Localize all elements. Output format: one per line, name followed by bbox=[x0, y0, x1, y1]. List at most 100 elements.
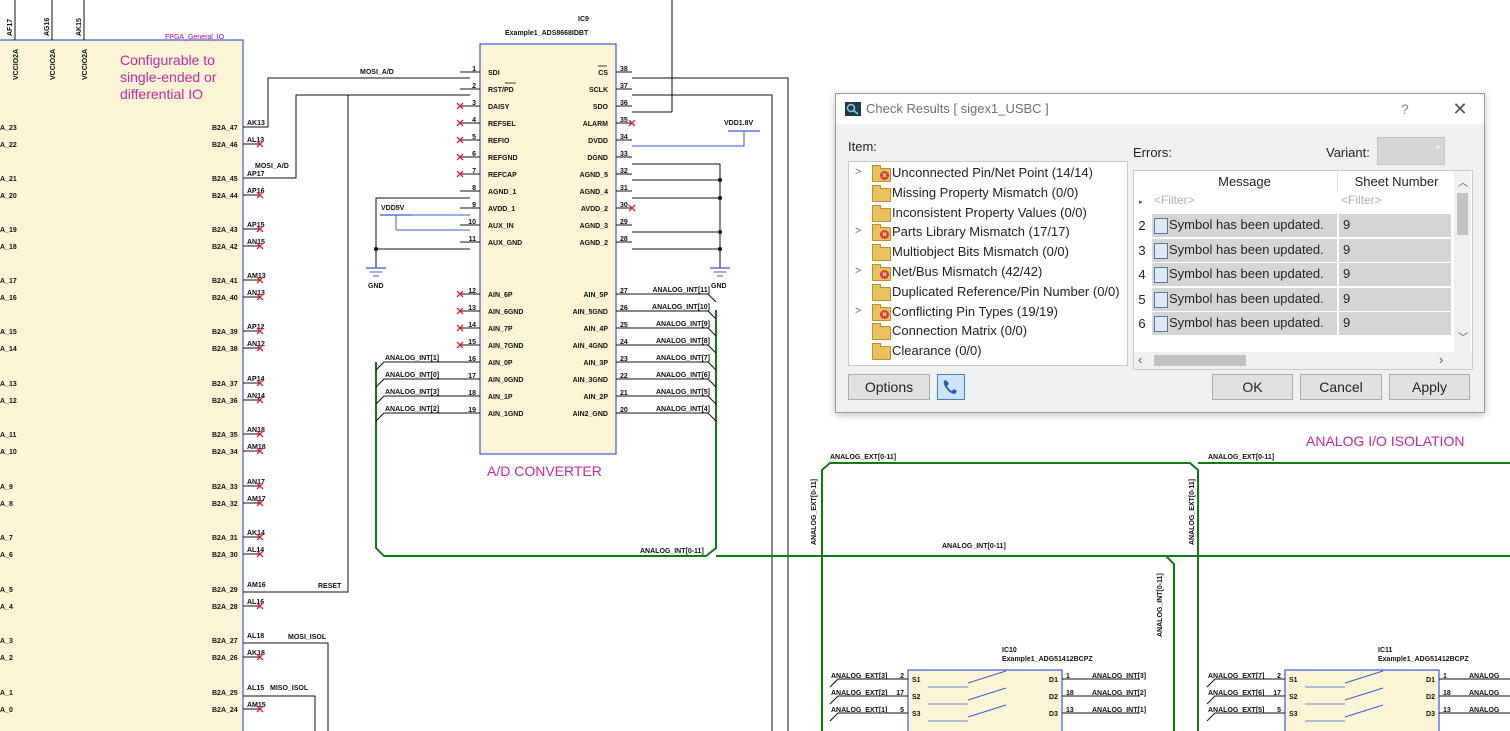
adc-symbol[interactable] bbox=[479, 43, 617, 455]
ic-pin-number: 5 bbox=[1277, 707, 1281, 714]
tree-item[interactable]: Multiobject Bits Mismatch (0/0) bbox=[849, 243, 1125, 262]
adc-pin-number: 32 bbox=[620, 168, 628, 175]
check-results-dialog[interactable]: Check Results [ sigex1_USBC ] ? ✕ Item: … bbox=[835, 93, 1485, 413]
message-filter-input[interactable]: <Filter> bbox=[1154, 193, 1195, 207]
adc-pin-number: 6 bbox=[472, 151, 476, 158]
scroll-left-icon[interactable]: ‹ bbox=[1138, 352, 1143, 367]
help-button[interactable]: ? bbox=[1401, 101, 1409, 117]
sheet-cell[interactable]: 9 bbox=[1339, 287, 1451, 311]
tree-item[interactable]: Inconsistent Property Values (0/0) bbox=[849, 204, 1125, 223]
message-cell[interactable]: Symbol has been updated. bbox=[1152, 312, 1337, 336]
vertical-scrollbar[interactable]: ︿ ﹀ bbox=[1454, 171, 1471, 352]
sheet-filter-input[interactable]: <Filter> bbox=[1341, 193, 1382, 207]
sheet-cell[interactable]: 9 bbox=[1339, 312, 1451, 336]
sheet-cell[interactable]: 9 bbox=[1339, 263, 1451, 287]
chevron-right-icon[interactable]: > bbox=[855, 166, 862, 178]
message-cell[interactable]: Symbol has been updated. bbox=[1152, 263, 1337, 287]
adc-pin-number: 10 bbox=[468, 219, 476, 226]
chevron-down-icon: ▾ bbox=[1435, 143, 1440, 152]
fpga-left-signal-label: A_3 bbox=[0, 638, 13, 645]
tree-item[interactable]: Connection Matrix (0/0) bbox=[849, 322, 1125, 341]
folder-icon bbox=[872, 343, 891, 361]
ic-pin-d-name: D1 bbox=[1426, 677, 1435, 684]
ic-pin-number: 1 bbox=[1443, 673, 1447, 680]
tree-item[interactable]: >×Net/Bus Mismatch (42/42) bbox=[849, 263, 1125, 282]
variant-select[interactable]: ▾ bbox=[1377, 137, 1445, 165]
tree-item[interactable]: >×Parts Library Mismatch (17/17) bbox=[849, 223, 1125, 242]
tree-item[interactable]: Missing Property Mismatch (0/0) bbox=[849, 184, 1125, 203]
col-sheet-header[interactable]: Sheet Number bbox=[1339, 171, 1454, 192]
fpga-part-label: FPGA_General_IO bbox=[165, 34, 225, 41]
errors-grid[interactable]: Message Sheet Number ▸ <Filter> <Filter>… bbox=[1133, 170, 1473, 370]
fpga-left-signal-label: A_7 bbox=[0, 535, 13, 542]
adc-pin-name: AIN_6P bbox=[488, 292, 513, 299]
adc-bus-label: ANALOG_INT[0-11] bbox=[640, 548, 704, 555]
adc-pin-number: 23 bbox=[620, 356, 628, 363]
scroll-down-icon[interactable]: ﹀ bbox=[1458, 333, 1468, 344]
sheet-cell[interactable]: 9 bbox=[1339, 238, 1451, 262]
tree-item[interactable]: Duplicated Reference/Pin Number (0/0) bbox=[849, 283, 1125, 302]
message-cell[interactable]: Symbol has been updated. bbox=[1152, 238, 1337, 262]
fpga-ball-label: AN15 bbox=[247, 239, 265, 246]
fpga-ball-label: AM16 bbox=[247, 582, 266, 589]
chevron-right-icon[interactable]: > bbox=[855, 304, 862, 317]
cross-probe-button[interactable] bbox=[937, 374, 965, 400]
fpga-bank-label: VCCIO2A bbox=[82, 49, 89, 80]
check-items-tree[interactable]: >×Unconnected Pin/Net Point (14/14)Missi… bbox=[848, 161, 1128, 366]
adc-pin-number: 14 bbox=[468, 322, 476, 329]
chevron-right-icon[interactable]: > bbox=[855, 225, 862, 238]
dialog-titlebar[interactable]: Check Results [ sigex1_USBC ] ? ✕ bbox=[836, 94, 1484, 124]
ic-pin-number: 18 bbox=[1066, 690, 1074, 697]
fpga-bank-signal-label: B2A_46 bbox=[212, 142, 238, 149]
adc-pin-name: AGND_5 bbox=[580, 172, 609, 179]
apply-button[interactable]: Apply bbox=[1389, 374, 1470, 400]
fpga-note-line-2: single-ended or bbox=[120, 69, 217, 85]
fpga-bank-signal-label: B2A_38 bbox=[212, 346, 238, 353]
horizontal-scrollbar[interactable]: ‹ › bbox=[1134, 352, 1472, 369]
phone-icon bbox=[943, 380, 957, 394]
message-cell[interactable]: Symbol has been updated. bbox=[1152, 287, 1337, 311]
chevron-right-icon[interactable]: > bbox=[855, 265, 862, 277]
sheet-text: 9 bbox=[1343, 241, 1351, 257]
ic-pin-number: 17 bbox=[896, 690, 904, 697]
adc-left-net-label: ANALOG_INT[2] bbox=[385, 406, 439, 413]
scroll-right-icon[interactable]: › bbox=[1439, 352, 1444, 367]
message-text: Symbol has been updated. bbox=[1169, 217, 1324, 232]
sheet-cell[interactable]: 9 bbox=[1339, 214, 1451, 237]
col-message-header[interactable]: Message bbox=[1152, 171, 1338, 192]
adc-pin-name: AIN_0P bbox=[488, 360, 513, 367]
fpga-symbol[interactable] bbox=[0, 39, 244, 731]
options-button[interactable]: Options bbox=[848, 374, 930, 400]
message-cell[interactable]: Symbol has been updated. bbox=[1152, 214, 1337, 237]
adc-pin-name: AIN_3P bbox=[583, 360, 608, 367]
ok-button[interactable]: OK bbox=[1212, 374, 1293, 400]
fpga-left-signal-label: A_5 bbox=[0, 587, 13, 594]
cancel-button[interactable]: Cancel bbox=[1300, 374, 1382, 400]
horizontal-scroll-thumb[interactable] bbox=[1154, 355, 1246, 366]
ic10-symbol[interactable] bbox=[907, 669, 1063, 731]
close-button[interactable]: ✕ bbox=[1452, 99, 1468, 119]
ic-int-net-label: ANALOG_INT[1] bbox=[1092, 707, 1146, 714]
ic-ext-net-label: ANALOG_EXT[2] bbox=[831, 690, 887, 697]
fpga-left-signal-label: A_10 bbox=[0, 449, 17, 456]
adc-pin-number: 7 bbox=[472, 168, 476, 175]
scroll-up-icon[interactable]: ︿ bbox=[1458, 178, 1468, 189]
fpga-left-signal-label: A_18 bbox=[0, 244, 17, 251]
vertical-scroll-thumb[interactable] bbox=[1457, 193, 1468, 235]
tree-item[interactable]: >×Conflicting Pin Types (19/19) bbox=[849, 303, 1125, 322]
fpga-left-signal-label: A_9 bbox=[0, 484, 13, 491]
fpga-bank-signal-label: B2A_26 bbox=[212, 655, 238, 662]
fpga-ball-label: AK18 bbox=[247, 650, 265, 657]
tree-item[interactable]: >×Unconnected Pin/Net Point (14/14) bbox=[849, 164, 1125, 183]
fpga-ball-label: AL14 bbox=[247, 547, 264, 554]
adc-pin-name: ALARM bbox=[583, 121, 608, 128]
tree-item[interactable]: Clearance (0/0) bbox=[849, 342, 1125, 361]
fpga-bank-signal-label: B2A_34 bbox=[212, 449, 238, 456]
ic11-symbol[interactable] bbox=[1284, 669, 1440, 731]
